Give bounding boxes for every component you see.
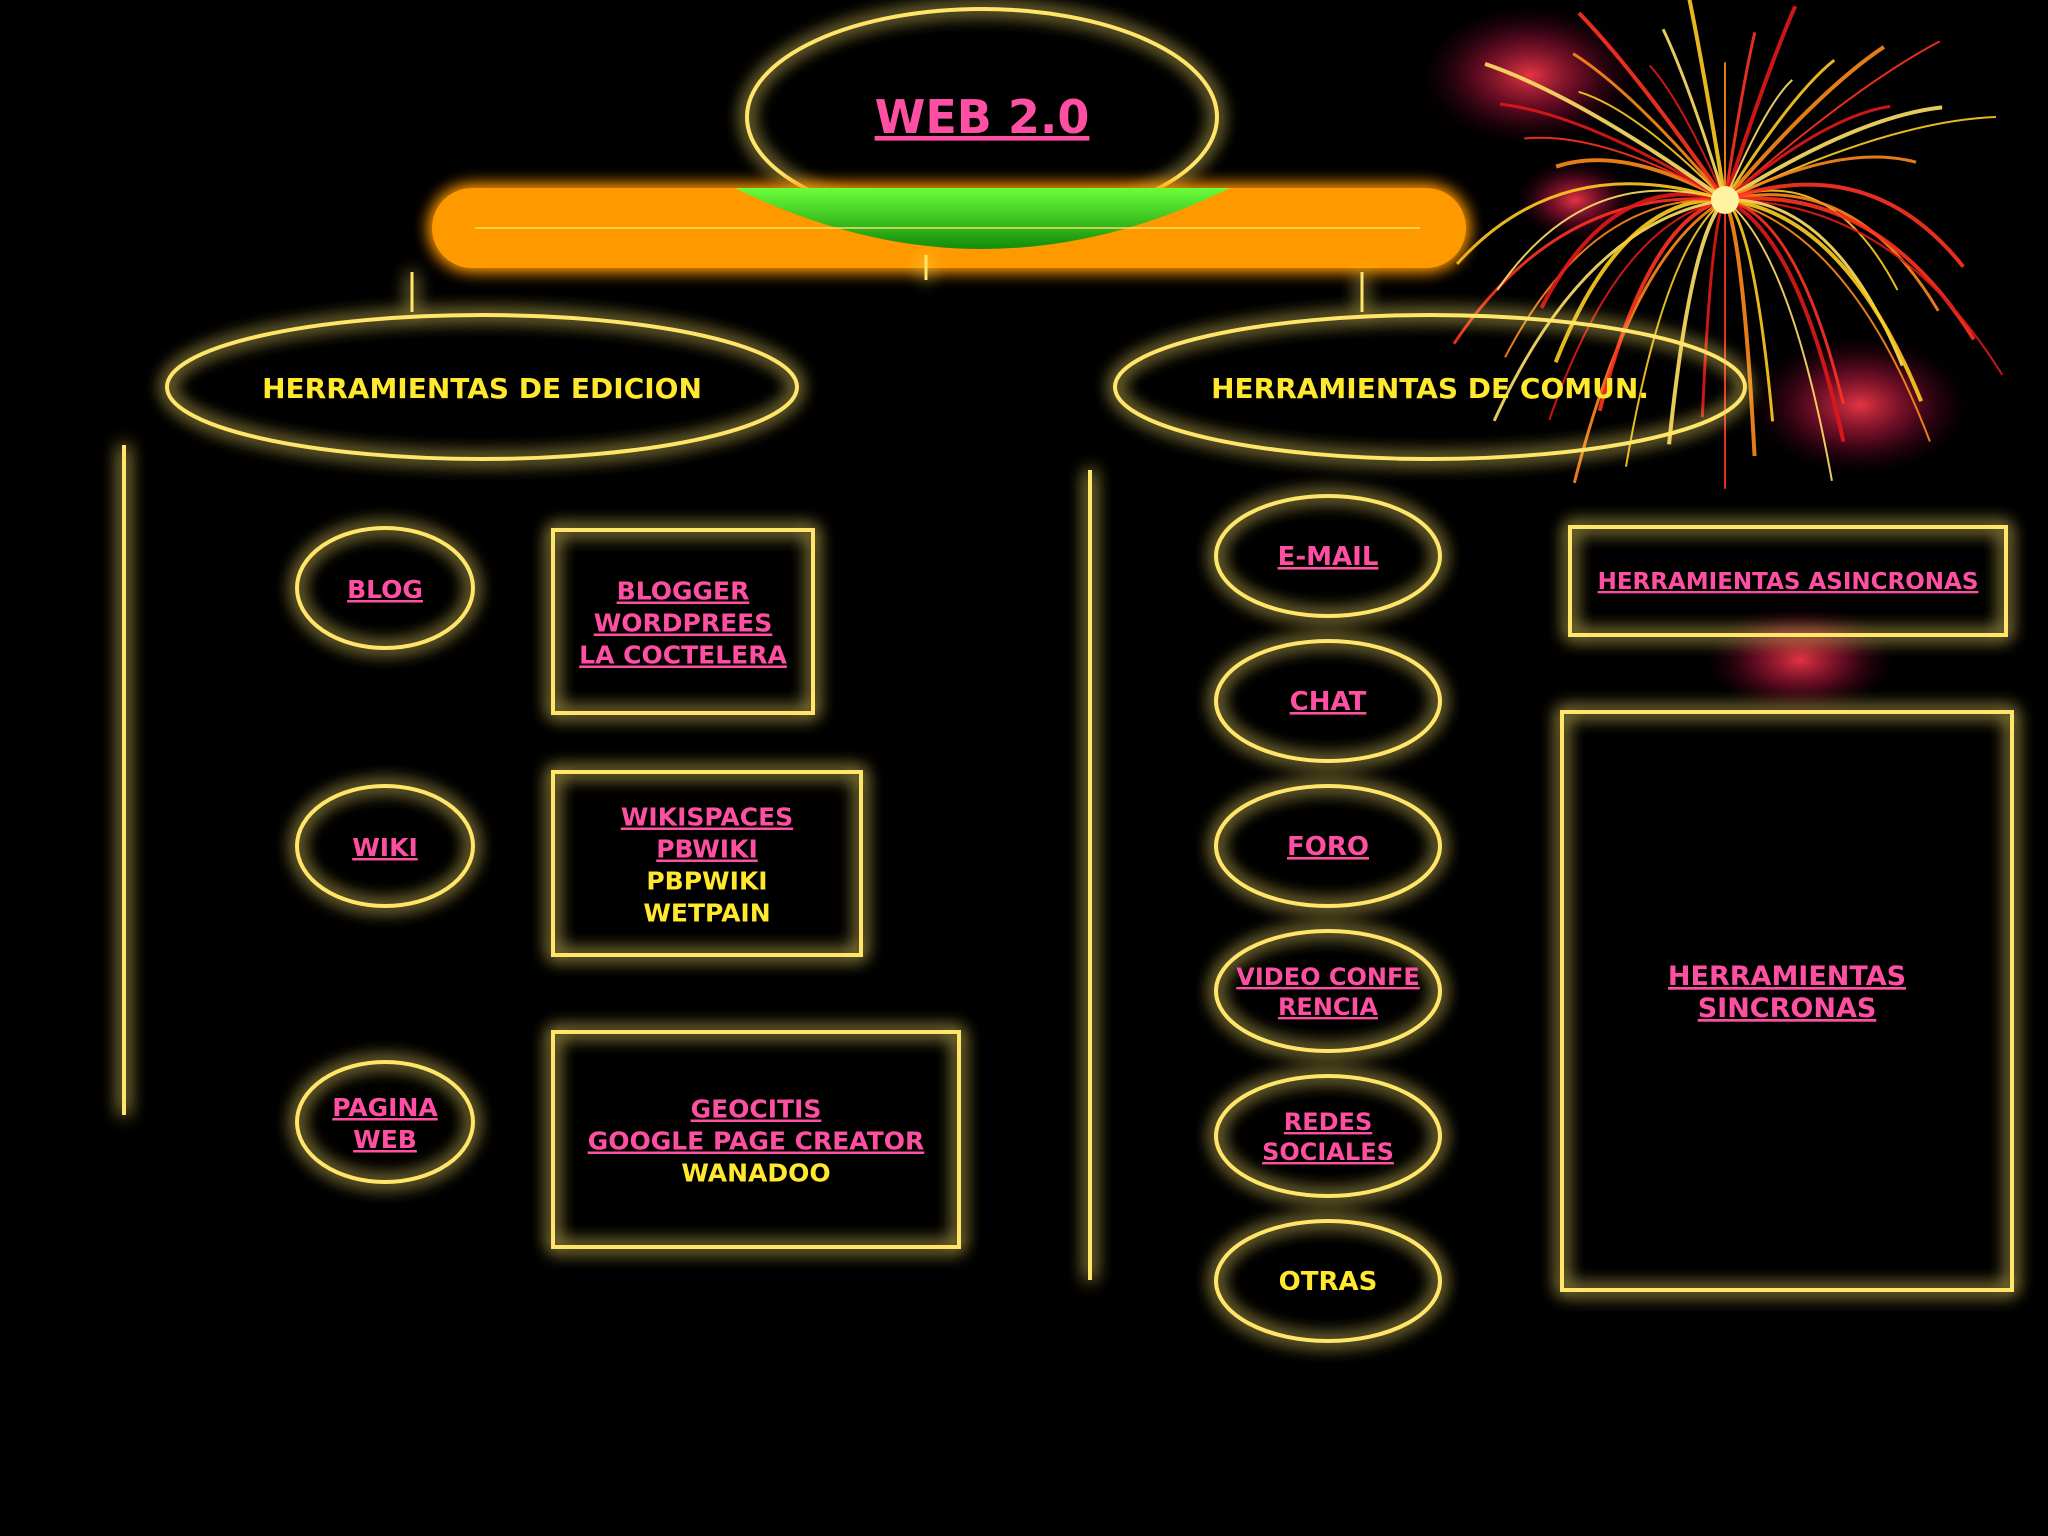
comunicacion-item-label: REDES [1284, 1108, 1372, 1136]
edicion-example: BLOGGER [617, 577, 750, 606]
comunicacion-item-label: OTRAS [1279, 1267, 1378, 1297]
asincronas-label: HERRAMIENTAS ASINCRONAS [1598, 569, 1979, 595]
comunicacion-item-label: E-MAIL [1278, 542, 1379, 572]
fireworks-icon [1420, 0, 2002, 715]
branch-edicion: HERRAMIENTAS DE EDICION [167, 315, 797, 459]
comunicacion-item-label: CHAT [1290, 687, 1367, 717]
edicion-example: GOOGLE PAGE CREATOR [588, 1127, 925, 1156]
edicion-item-0: BLOG BLOGGER WORDPREES LA COCTELERA [182, 528, 813, 713]
edicion-example: WORDPREES [594, 609, 773, 638]
edicion-example: LA COCTELERA [579, 641, 787, 670]
edicion-example: WETPAIN [643, 899, 770, 928]
branch-comunicacion: HERRAMIENTAS DE COMUN. [1115, 315, 1745, 459]
edicion-item-label: WIKI [352, 833, 418, 862]
edicion-example: PBPWIKI [646, 867, 767, 896]
edicion-example: WIKISPACES [621, 803, 793, 832]
comunicacion-item-label: FORO [1287, 832, 1369, 862]
edicion-example: GEOCITIS [691, 1095, 822, 1124]
edicion-examples-box [553, 772, 861, 955]
edicion-example: PBWIKI [656, 835, 758, 864]
edicion-item-1: WIKI WIKISPACES PBWIKI PBPWIKI WETPAIN [182, 772, 861, 955]
edicion-item-2: PAGINA WEB GEOCITIS GOOGLE PAGE CREATOR WANA… [182, 1032, 959, 1247]
sincronas-label-line1: HERRAMIENTAS [1668, 961, 1906, 992]
edicion-example: WANADOO [681, 1159, 830, 1188]
comunicacion-item-5: OTRAS [1150, 1221, 1537, 1341]
comunicacion-item-0: E-MAIL [1150, 496, 1537, 616]
branch-comunicacion-label: HERRAMIENTAS DE COMUN. [1211, 372, 1649, 405]
comunicacion-item-label: RENCIA [1278, 993, 1379, 1021]
comunicacion-item-2: FORO [1150, 786, 1537, 906]
edicion-item-label: BLOG [347, 575, 423, 604]
edicion-item-label: WEB [353, 1125, 417, 1154]
page-title: WEB 2.0 [875, 90, 1090, 144]
comunicacion-item-label: SOCIALES [1262, 1138, 1394, 1166]
sincronas-box: HERRAMIENTAS SINCRONAS [1562, 712, 2012, 1290]
comunicacion-item-1: CHAT [1150, 641, 1537, 761]
branch-edicion-label: HERRAMIENTAS DE EDICION [262, 372, 702, 405]
comunicacion-item-label: VIDEO CONFE [1236, 963, 1419, 991]
edicion-item-label: PAGINA [332, 1093, 438, 1122]
title-bar [432, 188, 1466, 268]
sincronas-label-line2: SINCRONAS [1698, 993, 1877, 1024]
